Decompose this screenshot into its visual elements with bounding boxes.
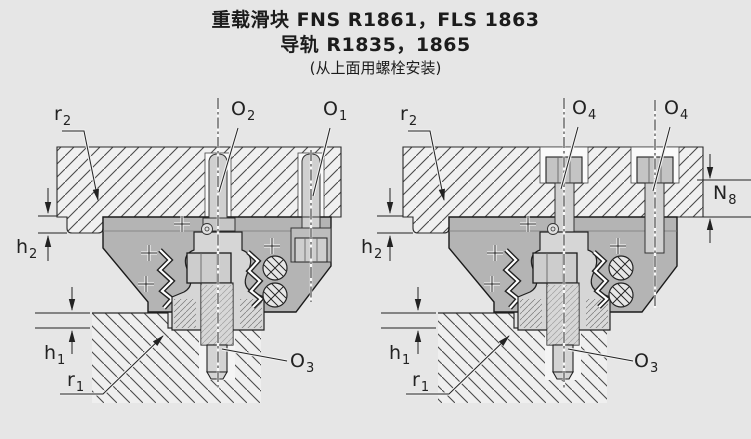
label-r1-right: r1 xyxy=(412,369,430,395)
label-o3-left: O3 xyxy=(290,350,315,376)
dimension-h1 xyxy=(35,287,90,354)
leader-o4a xyxy=(559,126,580,190)
figure-title-line3: (从上面用螺栓安装) xyxy=(309,59,442,77)
label-r2-left: r2 xyxy=(54,103,72,129)
ball-bearings xyxy=(608,255,634,308)
dimension-h2 xyxy=(377,188,413,261)
label-o4a: O4 xyxy=(572,97,597,123)
leader-r1 xyxy=(406,334,511,396)
leader-r2 xyxy=(408,129,446,201)
label-h1-right: h1 xyxy=(389,342,411,368)
seal-zigzag-right xyxy=(591,250,611,309)
centerlines xyxy=(562,98,657,390)
label-r2-right: r2 xyxy=(400,103,418,129)
figure-title-line2: 导轨 R1835，1865 xyxy=(280,34,471,56)
left-diagram xyxy=(35,98,342,403)
label-h1-left: h1 xyxy=(44,342,66,368)
rail-flank-hatch xyxy=(174,299,196,328)
leader-o2 xyxy=(217,127,240,193)
label-r1-left: r1 xyxy=(67,369,85,395)
centerlines xyxy=(216,98,313,390)
leader-o1 xyxy=(311,127,332,197)
dimension-h2 xyxy=(38,188,67,261)
label-o1: O1 xyxy=(323,98,348,124)
ball-bearings xyxy=(262,255,288,308)
crosshair-markers xyxy=(138,216,280,292)
seal-zigzag-right xyxy=(245,250,265,309)
label-o2: O2 xyxy=(231,98,256,124)
lube-port xyxy=(201,223,213,235)
label-h2-right: h2 xyxy=(361,236,383,262)
right-diagram xyxy=(377,98,751,403)
leader-o4b xyxy=(651,126,672,192)
leader-r1 xyxy=(60,334,165,396)
figure-title-line1: 重载滑块 FNS R1861，FLS 1863 xyxy=(211,9,540,31)
lube-port xyxy=(547,223,559,235)
dimension-h1 xyxy=(381,287,436,354)
leader-r2 xyxy=(62,129,100,201)
label-o3-right: O3 xyxy=(634,350,659,376)
label-h2-left: h2 xyxy=(16,236,38,262)
rail-flank-hatch xyxy=(520,299,542,328)
leader-o3 xyxy=(567,347,634,363)
dimension-n8 xyxy=(688,154,751,243)
label-n8: N8 xyxy=(713,182,737,208)
leader-o3 xyxy=(221,347,288,363)
crosshair-markers xyxy=(484,216,626,292)
label-o4b: O4 xyxy=(664,97,689,123)
